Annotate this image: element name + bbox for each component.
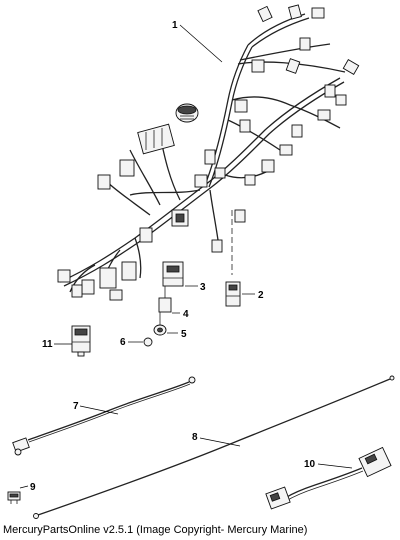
callout-3: 3 <box>185 282 206 293</box>
svg-text:7: 7 <box>73 401 79 412</box>
callout-8: 8 <box>192 432 241 447</box>
part-5-seal <box>153 312 167 336</box>
callout-10: 10 <box>304 459 353 470</box>
part-8-cable <box>33 375 395 519</box>
part-2-connector <box>225 281 241 307</box>
svg-text:1: 1 <box>172 20 178 31</box>
callout-11: 11 <box>42 339 72 350</box>
part-11-connector <box>71 325 91 357</box>
copyright-footer: MercuryPartsOnline v2.5.1 (Image Copyrig… <box>3 524 308 536</box>
svg-text:2: 2 <box>258 290 264 301</box>
callout-4: 4 <box>172 309 189 320</box>
svg-text:3: 3 <box>200 282 206 293</box>
callout-9: 9 <box>19 482 36 493</box>
part-10-adapter-harness <box>265 446 392 510</box>
svg-text:10: 10 <box>304 459 316 470</box>
callout-1: 1 <box>172 20 223 63</box>
callout-7: 7 <box>73 401 119 415</box>
svg-text:5: 5 <box>181 329 187 340</box>
svg-text:4: 4 <box>183 309 189 320</box>
wiring-harness <box>57 4 360 301</box>
part-4-terminal-lock <box>158 286 172 313</box>
callout-6: 6 <box>120 337 143 348</box>
part-3-connector-body <box>162 261 184 287</box>
part-6-plug <box>143 337 153 347</box>
svg-text:9: 9 <box>30 482 36 493</box>
svg-text:6: 6 <box>120 337 126 348</box>
svg-text:11: 11 <box>42 339 53 350</box>
part-9-fuse <box>7 491 21 504</box>
part-7-ground-cable <box>12 376 196 456</box>
svg-text:8: 8 <box>192 432 198 443</box>
callout-5: 5 <box>167 329 187 340</box>
callout-2: 2 <box>242 290 264 301</box>
